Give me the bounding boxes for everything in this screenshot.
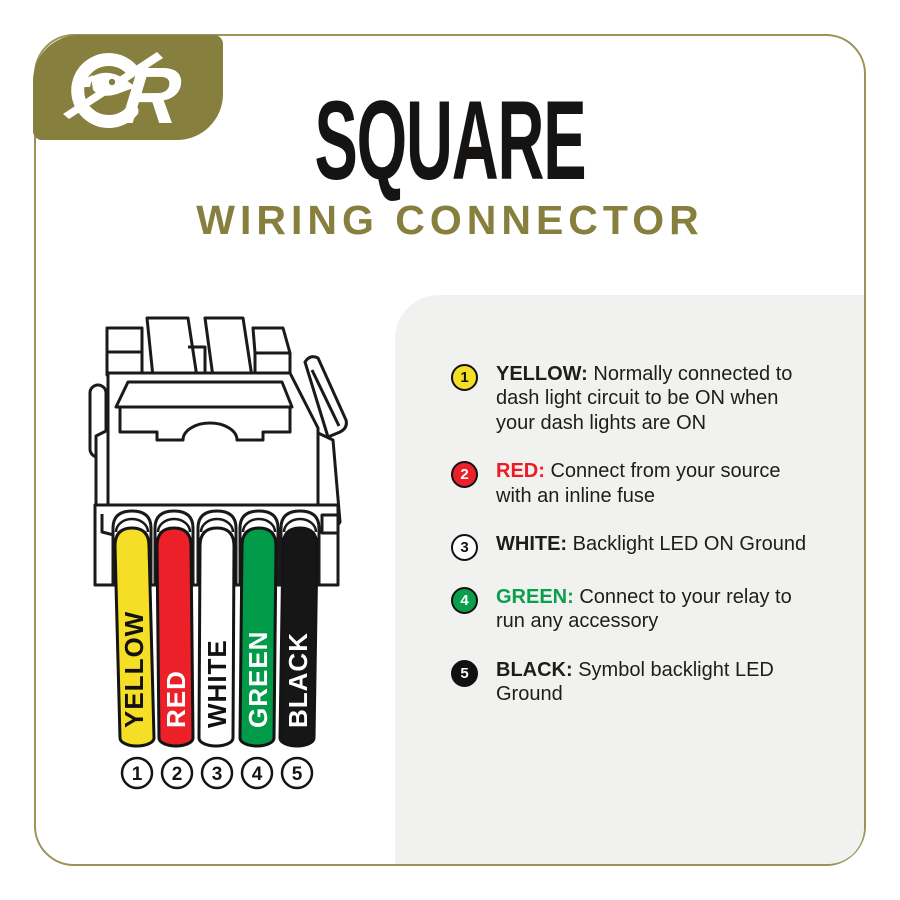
wire-labels: YELLOW RED WHITE GREEN BLACK (119, 611, 313, 728)
white-number-badge: 3 (451, 533, 478, 561)
red-number-badge: 2 (451, 461, 478, 489)
legend-item-green: 4 GREEN: Connect to your relay to run an… (451, 585, 823, 634)
legend-text-yellow: YELLOW: Normally connected to dash light… (496, 362, 816, 435)
pin-numbers: 1 2 3 4 5 (120, 756, 314, 790)
wire-yellow (113, 526, 156, 748)
connector-diagram: YELLOW RED WHITE GREEN BLACK 1 2 3 4 5 (88, 316, 348, 790)
wire-black (278, 526, 319, 748)
connector-tab-right-top (251, 326, 292, 355)
red-term: RED: (496, 460, 545, 483)
svg-text:R: R (118, 50, 185, 140)
green-term: GREEN: (496, 585, 574, 608)
yellow-term: YELLOW: (496, 363, 588, 385)
pin-number-1: 1 (132, 764, 143, 785)
black-term: BLACK: (496, 658, 573, 681)
legend-text-red: RED: Connect from your source with an in… (496, 459, 816, 508)
wire-green (238, 526, 278, 748)
brand-logo: R (33, 35, 223, 140)
white-desc: Backlight LED ON Ground (572, 532, 807, 555)
header: SQUARE WIRING CONNECTOR (0, 78, 900, 244)
yellow-desc: Normally connected to dash light circuit… (496, 363, 793, 434)
wire-label-black: BLACK (283, 632, 313, 728)
legend-text-black: BLACK: Symbol backlight LED Ground (496, 658, 816, 707)
black-desc: Symbol backlight LED Ground (496, 658, 774, 706)
wire-red (155, 526, 195, 748)
pin-number-3: 3 (212, 764, 223, 785)
eagle-r-icon: R (63, 50, 185, 140)
connector-tab-b (203, 316, 254, 379)
page-subtitle: WIRING CONNECTOR (196, 197, 704, 244)
connector-tab-right (253, 351, 292, 376)
yellow-number-badge: 1 (451, 364, 478, 391)
red-desc: Connect from your source with an inline … (496, 460, 781, 507)
card-border (34, 34, 866, 866)
legend-item-yellow: 1 YELLOW: Normally connected to dash lig… (451, 362, 823, 435)
wires (113, 526, 319, 748)
wire-label-red: RED (161, 670, 191, 728)
green-desc: Connect to your relay to run any accesso… (496, 585, 792, 633)
pin-number-4: 4 (252, 764, 263, 785)
page-title: SQUARE (314, 78, 587, 203)
legend-list: 1 YELLOW: Normally connected to dash lig… (451, 362, 823, 707)
pin-number-2: 2 (172, 764, 183, 785)
green-number-badge: 4 (451, 586, 478, 614)
wire-label-white: WHITE (202, 639, 232, 728)
white-term: WHITE: (496, 532, 568, 555)
legend-item-black: 5 BLACK: Symbol backlight LED Ground (451, 658, 823, 707)
legend-text-white: WHITE: Backlight LED ON Ground (496, 532, 816, 556)
pin-number-5: 5 (292, 764, 303, 785)
wire-label-green: GREEN (243, 631, 273, 728)
legend-item-red: 2 RED: Connect from your source with an … (451, 459, 823, 508)
black-number-badge: 5 (451, 659, 478, 687)
legend-text-green: GREEN: Connect to your relay to run any … (496, 585, 816, 634)
legend-item-white: 3 WHITE: Backlight LED ON Ground (451, 532, 823, 561)
legend-panel (395, 295, 864, 864)
wire-white (197, 526, 236, 748)
wire-label-yellow: YELLOW (119, 611, 149, 728)
